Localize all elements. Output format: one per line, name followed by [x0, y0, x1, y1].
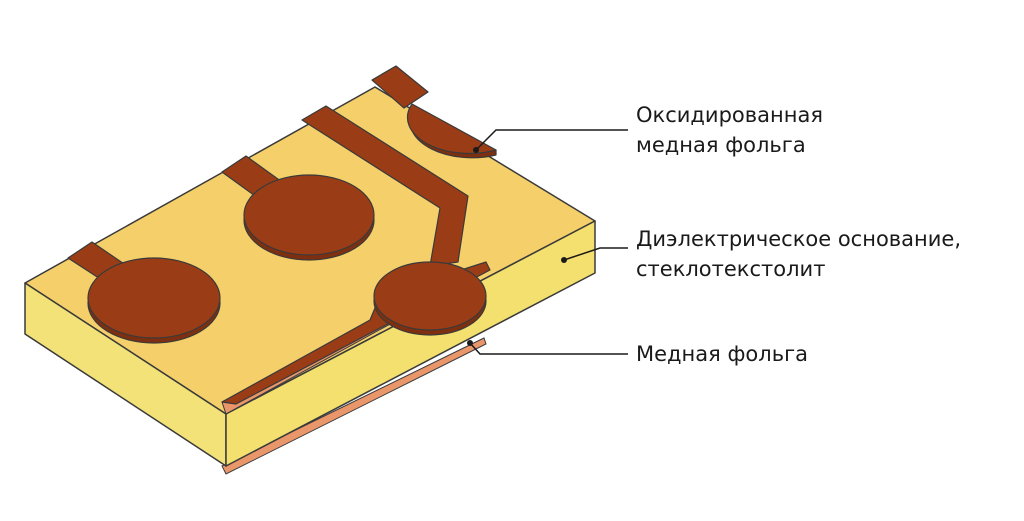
diagonal-trace: [301, 105, 469, 267]
lower-right-pad: [373, 261, 487, 331]
label-copper-line1: Медная фольга: [636, 342, 808, 366]
label-dielectric-line1: Диэлектрическое основание,: [636, 227, 962, 251]
middle-pad: [243, 174, 375, 256]
leader-oxidized: [475, 129, 628, 151]
right-pad-stub: [371, 65, 429, 109]
label-oxidized-line1: Оксидированная: [636, 103, 823, 127]
label-oxidized-line2: медная фольга: [636, 133, 806, 157]
leader-copper: [469, 342, 628, 355]
left-pad: [87, 257, 221, 339]
leader-dot-oxidized: [473, 147, 479, 153]
label-dielectric-line2: стеклотекстолит: [636, 257, 826, 281]
leader-dot-copper: [467, 340, 473, 346]
leader-dot-dielectric: [561, 257, 567, 263]
bottom-copper-foil: [221, 337, 487, 475]
label-copper-foil: Медная фольга: [636, 339, 808, 369]
label-dielectric-base: Диэлектрическое основание, стеклотекстол…: [636, 224, 961, 284]
label-oxidized-copper-foil: Оксидированная медная фольга: [636, 100, 823, 160]
top-right-half-pad: [406, 103, 497, 155]
leader-dielectric: [563, 247, 628, 261]
leader-lines: [469, 129, 628, 355]
oxidized-copper-traces: [67, 65, 497, 405]
